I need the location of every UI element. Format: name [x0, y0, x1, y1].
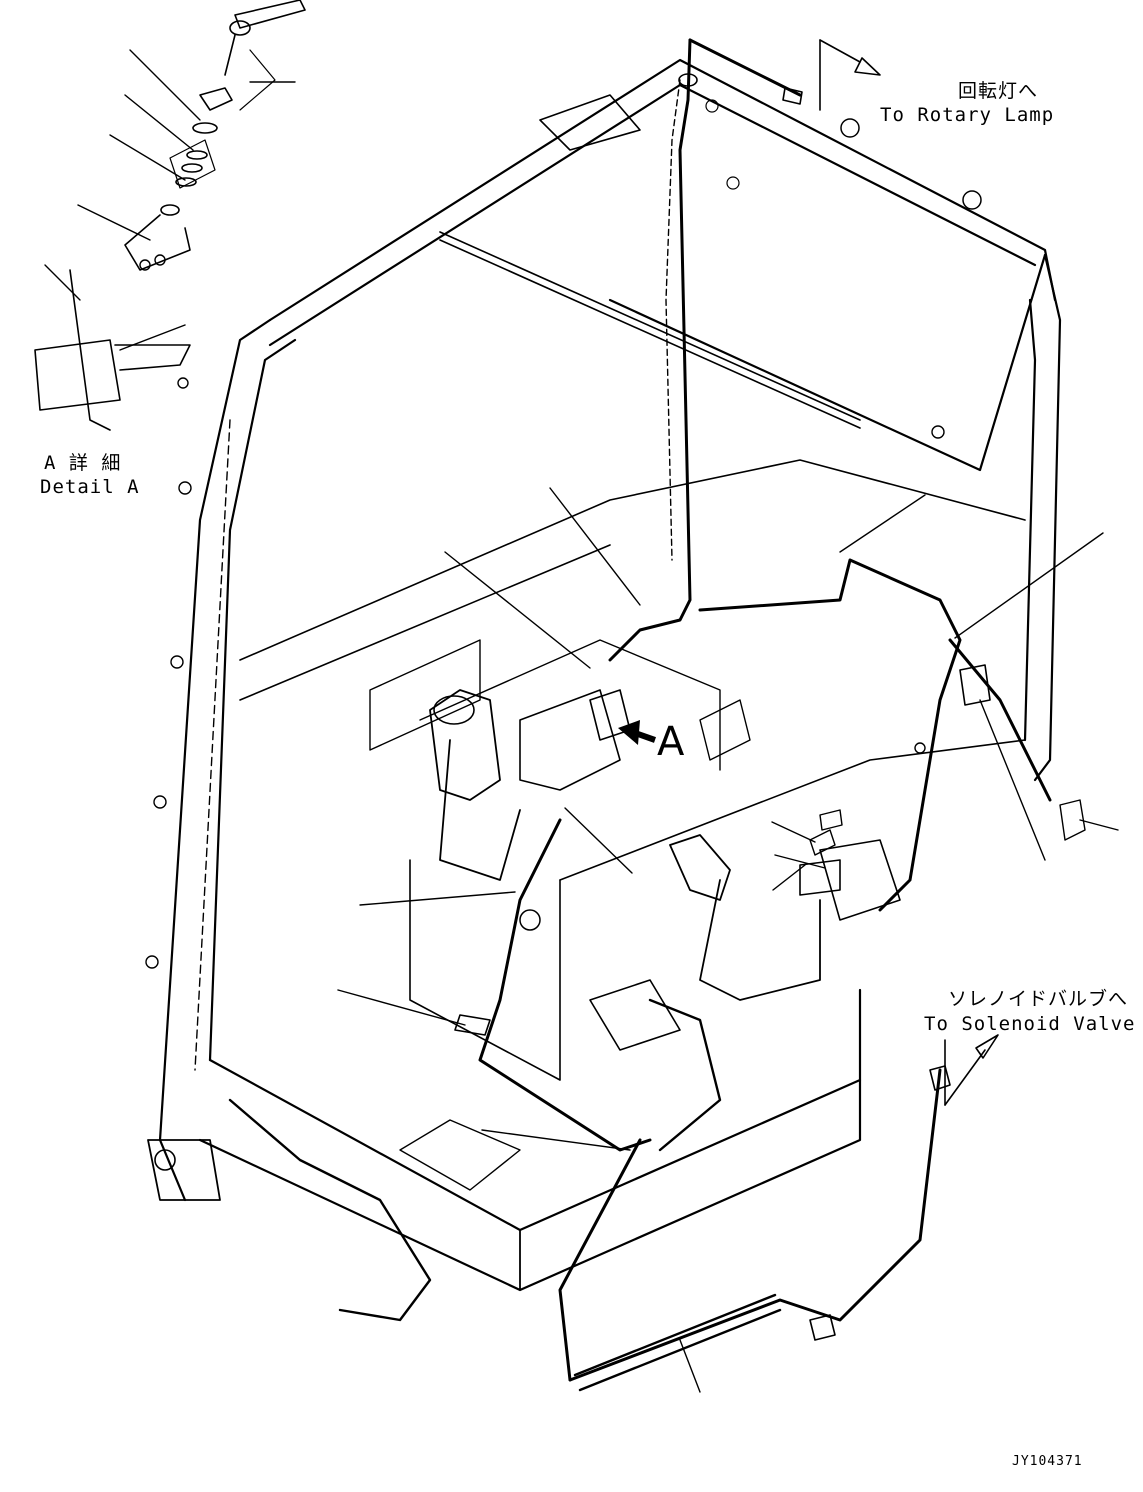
wiring-harness — [228, 38, 1052, 1392]
cab-front-pillar — [145, 318, 297, 1202]
view-a-marker: A — [657, 719, 685, 765]
rotary-lamp-label-en: To Rotary Lamp — [880, 104, 1055, 126]
detail-a-label-jp: A 詳 細 — [44, 452, 122, 474]
drawing-code: JY104371 — [1012, 1454, 1083, 1469]
leader-lines — [44, 49, 1119, 1393]
cab-rear-pillar — [914, 253, 1062, 782]
connectors — [454, 73, 991, 1341]
solenoid-valve-label-jp: ソレノイドバルブへ — [948, 988, 1129, 1010]
direction-arrows — [618, 39, 999, 1106]
detail-a-label-en: Detail A — [40, 476, 140, 498]
left-control-stand — [429, 689, 621, 931]
rotary-lamp-label-jp: 回転灯へ — [958, 80, 1039, 102]
solenoid-valve-label-en: To Solenoid Valve — [924, 1013, 1136, 1035]
right-control-stand — [669, 799, 1086, 1001]
cab-floor — [198, 459, 1026, 1292]
detail-a-exploded-key-switch — [34, 0, 306, 431]
